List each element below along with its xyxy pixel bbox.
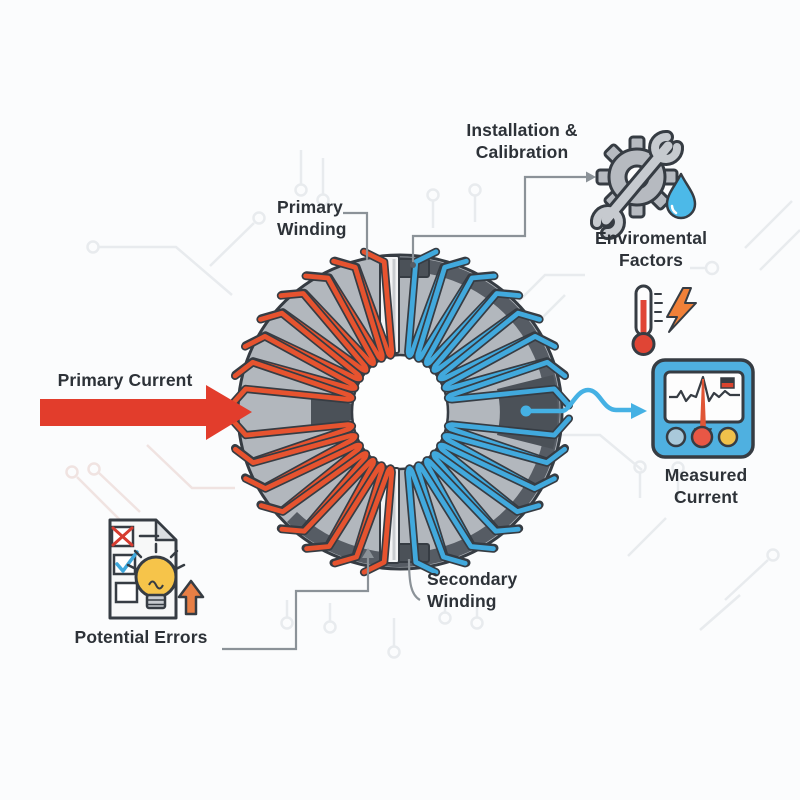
lightning-icon (666, 287, 697, 333)
meter-needle (700, 379, 706, 429)
thermometer-icon (631, 284, 663, 356)
primary-current-label: Primary Current (57, 370, 193, 390)
device-button-1 (665, 426, 687, 448)
secondary-winding-label: Secondary Winding (427, 569, 518, 612)
circuit-trace-pattern (65, 150, 800, 659)
cross-mark-icon (111, 526, 134, 547)
environmental-factors-label: Enviromental Factors (594, 228, 708, 271)
potential-errors-label: Potential Errors (74, 627, 208, 647)
gear-wrench-icon (590, 130, 684, 240)
core-center-hole (350, 353, 450, 471)
leader-junction-dot (410, 262, 416, 268)
check-mark-icon (115, 550, 139, 573)
waveform-trace (669, 375, 740, 403)
signal-origin-dot (520, 405, 532, 417)
leader-arrowhead-up (362, 548, 374, 558)
lightbulb-icon (126, 542, 186, 610)
leader-arrowhead-right (586, 171, 596, 183)
secondary-winding-coils (404, 247, 573, 577)
measured-current-label: Measured Current (664, 465, 748, 508)
primary-winding-coils (227, 247, 396, 577)
core-left-segment (311, 399, 354, 425)
device-button-2 (690, 425, 714, 449)
leader-primary-winding (343, 211, 369, 260)
primary-current-arrow (40, 385, 252, 440)
output-signal-line (520, 387, 647, 419)
device-button-3 (717, 426, 739, 448)
core-outer-rim (287, 257, 560, 567)
meter-device-icon (651, 358, 755, 459)
leader-potential-errors (222, 557, 370, 651)
leader-secondary-winding (407, 558, 421, 601)
primary-winding-label: Primary Winding (277, 197, 347, 240)
installation-calibration-label: Installation & Calibration (466, 120, 578, 163)
droplet-icon (665, 172, 697, 220)
leader-installation (411, 175, 586, 263)
up-arrow-icon (177, 579, 205, 616)
